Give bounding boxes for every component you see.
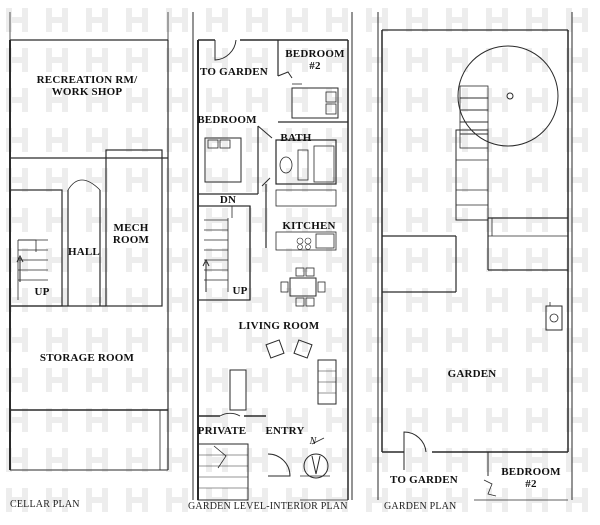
caption-garden-plan: GARDEN PLAN	[384, 501, 457, 512]
label-hall: HALL	[68, 246, 100, 258]
label-entry: ENTRY	[265, 425, 305, 437]
label-kitchen: KITCHEN	[282, 220, 336, 232]
label-garden-plan-to-garden: TO GARDEN	[390, 474, 458, 486]
label-recreation-room: RECREATION RM/ WORK SHOP	[36, 74, 138, 98]
label-bath: BATH	[280, 132, 312, 144]
label-mech-room: MECH ROOM	[112, 222, 150, 246]
label-private: PRIVATE	[197, 425, 247, 437]
label-storage-room: STORAGE ROOM	[39, 352, 135, 364]
label-garden: GARDEN	[447, 368, 497, 380]
label-living-room: LIVING ROOM	[238, 320, 320, 332]
caption-cellar-plan: CELLAR PLAN	[10, 499, 80, 510]
label-to-garden: TO GARDEN	[200, 66, 268, 78]
caption-garden-level-plan: GARDEN LEVEL-INTERIOR PLAN	[188, 501, 348, 512]
north-arrow-label: N	[309, 436, 317, 447]
label-bedroom: BEDROOM	[197, 114, 257, 126]
label-cellar-up: UP	[34, 286, 50, 298]
label-level-up: UP	[232, 285, 248, 297]
label-dn: DN	[219, 194, 237, 206]
label-garden-plan-bedroom-2: BEDROOM #2	[501, 466, 561, 490]
label-bedroom-2: BEDROOM #2	[285, 48, 345, 72]
